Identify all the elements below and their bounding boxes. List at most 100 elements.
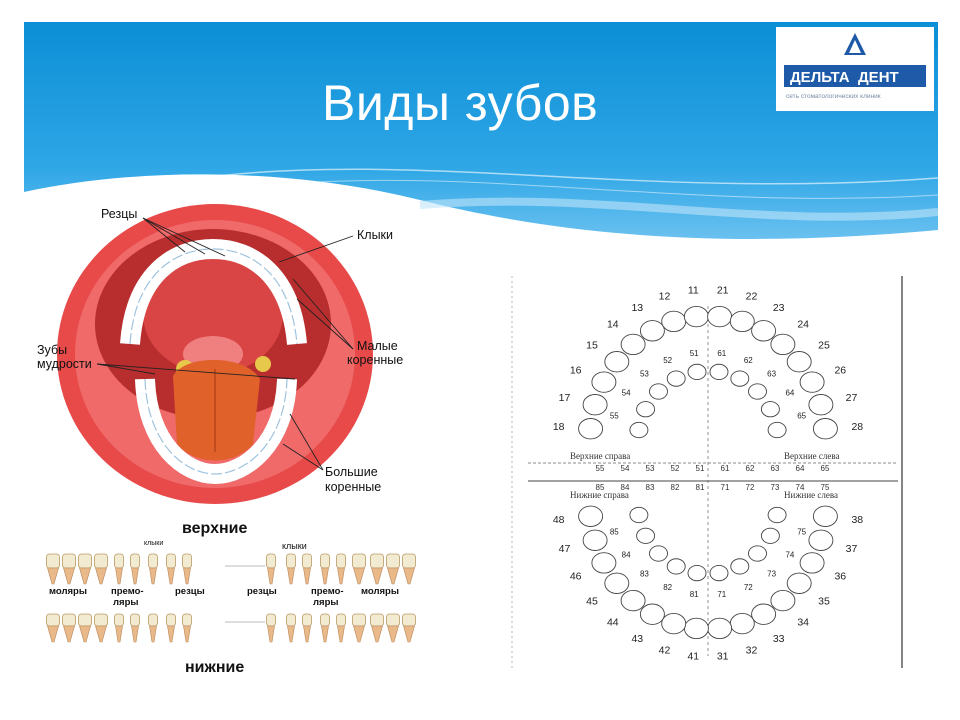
label-canines-right: клыки bbox=[282, 541, 307, 551]
tooth-number-upper-left: 24 bbox=[797, 319, 809, 331]
lower-milk-tooth bbox=[629, 506, 649, 524]
upper-permanent-tooth bbox=[808, 394, 834, 416]
milk-number-lower-left: 73 bbox=[767, 569, 776, 578]
label-incisors: Резцы bbox=[101, 207, 137, 221]
upper-tooth bbox=[166, 553, 176, 585]
upper-tooth bbox=[148, 553, 158, 585]
upper-milk-tooth bbox=[666, 370, 686, 387]
midline-gap bbox=[225, 565, 265, 623]
tooth-number-lower-left: 33 bbox=[773, 633, 785, 645]
lower-permanent-tooth bbox=[578, 505, 604, 527]
milk-number-upper-right: 54 bbox=[622, 389, 631, 398]
upper-tooth bbox=[302, 553, 312, 585]
upper-permanent-tooth bbox=[786, 351, 812, 373]
tooth-number-lower-left: 38 bbox=[851, 514, 863, 526]
tooth-number-lower-left: 32 bbox=[746, 645, 758, 657]
tooth-number-lower-right: 41 bbox=[687, 650, 699, 662]
label-premolars-right-1: премо- bbox=[311, 586, 344, 597]
lower-tooth bbox=[352, 613, 366, 643]
milk-number-upper-left: 65 bbox=[797, 412, 806, 421]
upper-permanent-tooth bbox=[591, 371, 617, 393]
milk-number-lower-right: 84 bbox=[622, 550, 631, 559]
label-lower-left: Нижние слева bbox=[784, 490, 838, 500]
label-molars-line2: коренные bbox=[325, 480, 381, 494]
label-canines: Клыки bbox=[357, 228, 393, 242]
logo-brand-left: ДЕЛЬТА bbox=[790, 69, 850, 86]
label-molars-line1: Большие bbox=[325, 465, 378, 479]
upper-permanent-tooth bbox=[639, 320, 665, 342]
upper-row-number: 51 bbox=[696, 464, 705, 473]
label-premolars-right-2: ляры bbox=[313, 597, 339, 608]
lower-row-number: 83 bbox=[646, 483, 655, 492]
milk-number-lower-right: 85 bbox=[610, 528, 619, 537]
lower-tooth bbox=[302, 613, 312, 643]
lower-tooth bbox=[166, 613, 176, 643]
upper-milk-tooth bbox=[629, 421, 649, 439]
lower-tooth bbox=[46, 613, 60, 643]
tooth-number-upper-left: 25 bbox=[818, 340, 830, 352]
lower-milk-tooth bbox=[636, 527, 656, 544]
upper-tooth bbox=[94, 553, 108, 585]
upper-row-number: 63 bbox=[771, 464, 780, 473]
lower-milk-tooth bbox=[748, 545, 767, 562]
label-premolars-line2: коренные bbox=[347, 353, 403, 367]
upper-tooth bbox=[370, 553, 384, 585]
label-molars-right: моляры bbox=[361, 586, 399, 597]
upper-permanent-tooth bbox=[770, 333, 796, 356]
lower-milk-tooth bbox=[709, 565, 729, 582]
lower-row-number: 72 bbox=[746, 483, 755, 492]
label-upper-left: Верхние слева bbox=[784, 451, 839, 461]
label-upper-right: Верхние справа bbox=[570, 451, 630, 461]
lower-milk-tooth bbox=[767, 506, 787, 524]
milk-number-lower-right: 83 bbox=[640, 569, 649, 578]
lower-row-number: 74 bbox=[796, 483, 805, 492]
lower-teeth-row bbox=[46, 613, 416, 643]
lower-tooth bbox=[370, 613, 384, 643]
upper-row-number: 52 bbox=[671, 464, 680, 473]
label-upper: верхние bbox=[182, 520, 247, 537]
upper-permanent-tooth bbox=[620, 333, 646, 356]
lower-row-number: 73 bbox=[771, 483, 780, 492]
upper-tooth bbox=[78, 553, 92, 585]
upper-permanent-tooth bbox=[812, 418, 838, 440]
upper-row-number: 53 bbox=[646, 464, 655, 473]
milk-number-upper-left: 62 bbox=[744, 356, 753, 365]
upper-row-number: 65 bbox=[821, 464, 830, 473]
lower-tooth bbox=[62, 613, 76, 643]
slide-title: Виды зубов bbox=[322, 75, 599, 131]
lower-row-number: 82 bbox=[671, 483, 680, 492]
label-incisors-right: резцы bbox=[247, 586, 277, 597]
milk-number-lower-left: 75 bbox=[797, 528, 806, 537]
label-premolars-left-2: ляры bbox=[113, 597, 139, 608]
lower-tooth bbox=[130, 613, 140, 643]
milk-number-upper-right: 55 bbox=[610, 412, 619, 421]
milk-number-upper-right: 51 bbox=[690, 349, 699, 358]
upper-teeth-row bbox=[46, 553, 416, 623]
mouth-illustration: Резцы Клыки Зубы мудрости Малые коренные… bbox=[35, 204, 410, 504]
lower-permanent-tooth bbox=[770, 589, 796, 612]
upper-milk-tooth bbox=[730, 370, 750, 387]
lower-milk-tooth bbox=[666, 558, 686, 575]
tooth-number-upper-left: 23 bbox=[773, 302, 785, 314]
milk-number-lower-right: 81 bbox=[690, 590, 699, 599]
label-lower: нижние bbox=[185, 659, 244, 676]
lower-permanent-tooth bbox=[639, 603, 665, 625]
tooth-number-upper-left: 28 bbox=[851, 421, 863, 433]
label-canines-left: клыки bbox=[144, 540, 163, 547]
tooth-number-upper-right: 17 bbox=[559, 392, 571, 404]
tooth-number-upper-left: 27 bbox=[846, 392, 858, 404]
upper-tooth bbox=[130, 553, 140, 585]
lower-milk-tooth bbox=[687, 565, 707, 582]
upper-milk-tooth bbox=[687, 363, 707, 381]
lower-milk-tooth bbox=[649, 545, 668, 562]
tooth-number-upper-right: 18 bbox=[553, 421, 565, 433]
upper-permanent-tooth bbox=[729, 310, 755, 333]
tooth-number-upper-right: 12 bbox=[659, 291, 671, 303]
lower-permanent-tooth bbox=[661, 612, 687, 635]
dental-arches bbox=[578, 305, 838, 640]
tooth-number-upper-right: 14 bbox=[607, 319, 619, 331]
tooth-number-upper-left: 26 bbox=[834, 364, 846, 376]
lower-permanent-tooth bbox=[582, 529, 608, 551]
tooth-number-lower-right: 45 bbox=[586, 595, 598, 607]
